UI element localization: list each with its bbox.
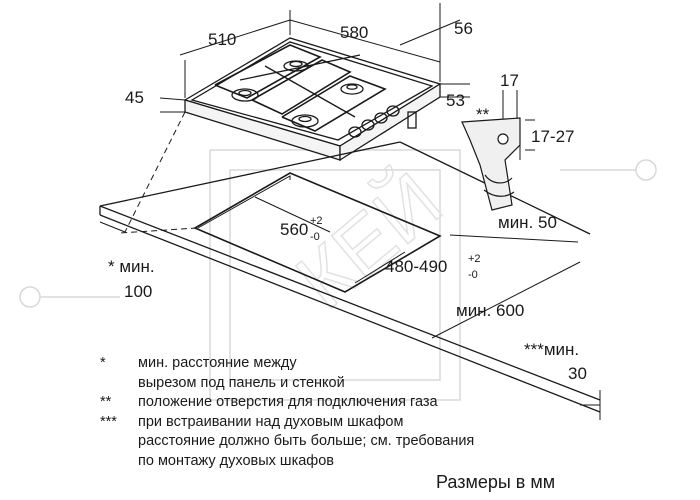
projection-lines xyxy=(119,111,198,234)
footnote-line: вырезом под панель и стенкой xyxy=(138,374,345,391)
burner-icon xyxy=(291,114,319,128)
dim-cutout-depth: 480-490 xyxy=(385,257,447,276)
footnote: * мин. расстояние между вырезом под пане… xyxy=(100,354,620,393)
dim-range-17-27: 17-27 xyxy=(531,127,574,146)
footnote-line: по монтажу духовых шкафов xyxy=(138,452,334,469)
dim-depth-580: 580 xyxy=(340,23,368,42)
footnote-mark: *** xyxy=(100,413,117,430)
footnote-line: расстояние должно быть больше; см. требо… xyxy=(138,433,475,449)
dim-min-50: мин. 50 xyxy=(498,213,557,232)
dim-side-53: 53 xyxy=(446,91,465,110)
burner-icon xyxy=(231,88,259,102)
control-knob-icon xyxy=(348,126,362,138)
footnote-mark: * xyxy=(100,355,106,371)
dim-min-oven-mark: ***мин. xyxy=(524,340,579,359)
footnote-mark: ** xyxy=(100,394,112,410)
dim-min-oven-value: 30 xyxy=(568,364,587,383)
footnote-line: мин. расстояние между xyxy=(138,355,297,371)
footnote-line: положение отверстия для подключения газа xyxy=(138,394,438,410)
dim-min-600: мин. 600 xyxy=(456,301,524,320)
control-knob-icon xyxy=(386,105,400,117)
burner-icon xyxy=(340,83,364,95)
control-knob-icon xyxy=(361,119,375,131)
dim-offset-17: 17 xyxy=(500,71,519,90)
dim-min-wall-value: 100 xyxy=(124,282,152,301)
footnote: ** положение отверстия для подключения г… xyxy=(100,393,620,413)
dim-min-wall-mark: * мин. xyxy=(108,257,155,276)
footnotes: * мин. расстояние между вырезом под пане… xyxy=(100,354,620,471)
dim-cutout-depth-tol-minus: -0 xyxy=(468,269,478,281)
dim-cutout-width-tol-minus: -0 xyxy=(310,231,320,243)
footnote: *** при встраивании над духовым шкафом р… xyxy=(100,413,620,472)
footnote-line: при встраивании над духовым шкафом xyxy=(138,413,404,430)
dim-cutout-width-tol-plus: +2 xyxy=(310,215,323,227)
control-knob-icon xyxy=(374,112,388,124)
dimension-lines xyxy=(99,3,601,420)
dim-cutout-depth-tol-plus: +2 xyxy=(468,253,481,265)
dim-top-56: 56 xyxy=(454,19,473,38)
gas-hole-mark: ** xyxy=(476,105,490,124)
dim-height-45: 45 xyxy=(125,88,144,107)
burner-icon xyxy=(283,60,309,72)
dim-width-510: 510 xyxy=(208,30,236,49)
gas-connection-profile xyxy=(461,117,521,211)
gas-inlet-icon xyxy=(407,111,417,129)
dim-cutout-width: 560 xyxy=(280,220,308,239)
units-label: Размеры в мм xyxy=(436,472,556,492)
gas-hob xyxy=(183,37,442,162)
